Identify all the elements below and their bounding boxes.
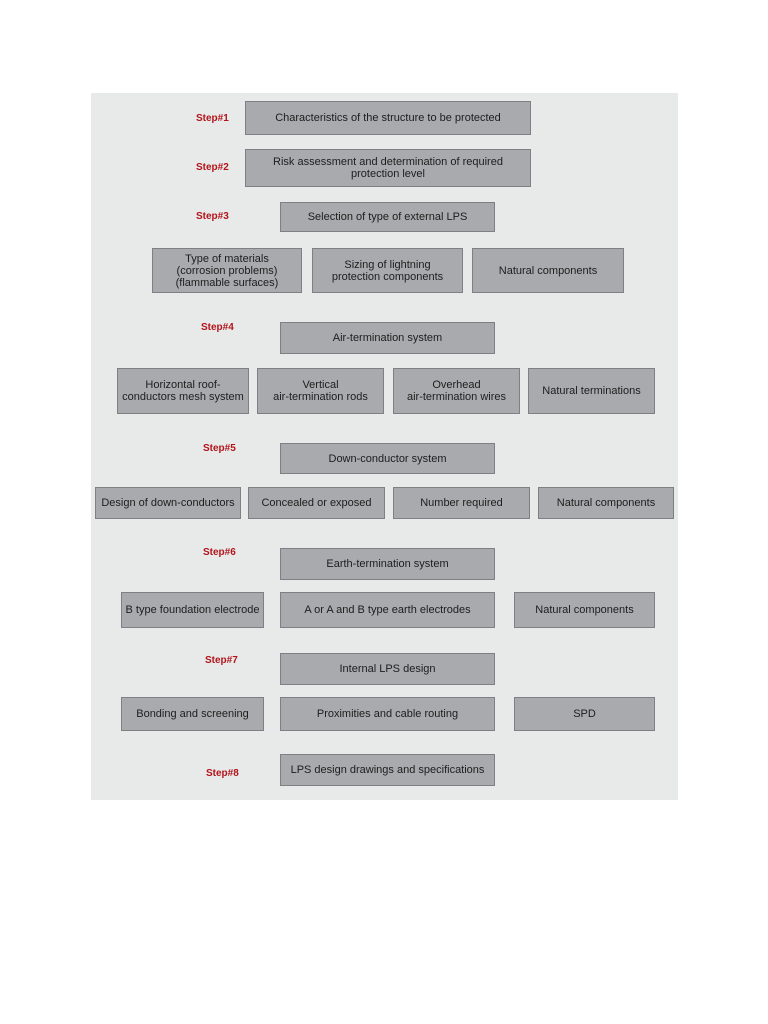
- step-5-item-concealed: Concealed or exposed: [248, 487, 385, 519]
- step-3-label: Step#3: [196, 211, 229, 222]
- step-4-label: Step#4: [201, 322, 234, 333]
- step-3-main-box: Selection of type of external LPS: [280, 202, 495, 232]
- step-6-item-natural-components: Natural components: [514, 592, 655, 628]
- step-3-item-materials: Type of materials (corrosion problems) (…: [152, 248, 302, 293]
- step-6-main-box: Earth-termination system: [280, 548, 495, 580]
- step-5-main-box: Down-conductor system: [280, 443, 495, 474]
- step-4-item-vertical-rods: Vertical air-termination rods: [257, 368, 384, 414]
- step-5-item-number: Number required: [393, 487, 530, 519]
- step-7-main-box: Internal LPS design: [280, 653, 495, 685]
- step-4-item-overhead-wires: Overhead air-termination wires: [393, 368, 520, 414]
- step-6-item-b-type: B type foundation electrode: [121, 592, 264, 628]
- step-2-label: Step#2: [196, 162, 229, 173]
- step-6-label: Step#6: [203, 547, 236, 558]
- step-7-item-proximities: Proximities and cable routing: [280, 697, 495, 731]
- step-1-label: Step#1: [196, 113, 229, 124]
- step-6-item-a-or-ab-type: A or A and B type earth electrodes: [280, 592, 495, 628]
- step-4-item-natural-terminations: Natural terminations: [528, 368, 655, 414]
- step-8-main-box: LPS design drawings and specifications: [280, 754, 495, 786]
- step-5-item-design: Design of down-conductors: [95, 487, 241, 519]
- step-4-main-box: Air-termination system: [280, 322, 495, 354]
- step-2-main-box: Risk assessment and determination of req…: [245, 149, 531, 187]
- step-7-label: Step#7: [205, 655, 238, 666]
- step-7-item-spd: SPD: [514, 697, 655, 731]
- step-7-item-bonding: Bonding and screening: [121, 697, 264, 731]
- step-5-label: Step#5: [203, 443, 236, 454]
- step-8-label: Step#8: [206, 768, 239, 779]
- step-5-item-natural-components: Natural components: [538, 487, 674, 519]
- step-4-item-horizontal-mesh: Horizontal roof- conductors mesh system: [117, 368, 249, 414]
- step-3-item-sizing: Sizing of lightning protection component…: [312, 248, 463, 293]
- step-1-main-box: Characteristics of the structure to be p…: [245, 101, 531, 135]
- step-3-item-natural-components: Natural components: [472, 248, 624, 293]
